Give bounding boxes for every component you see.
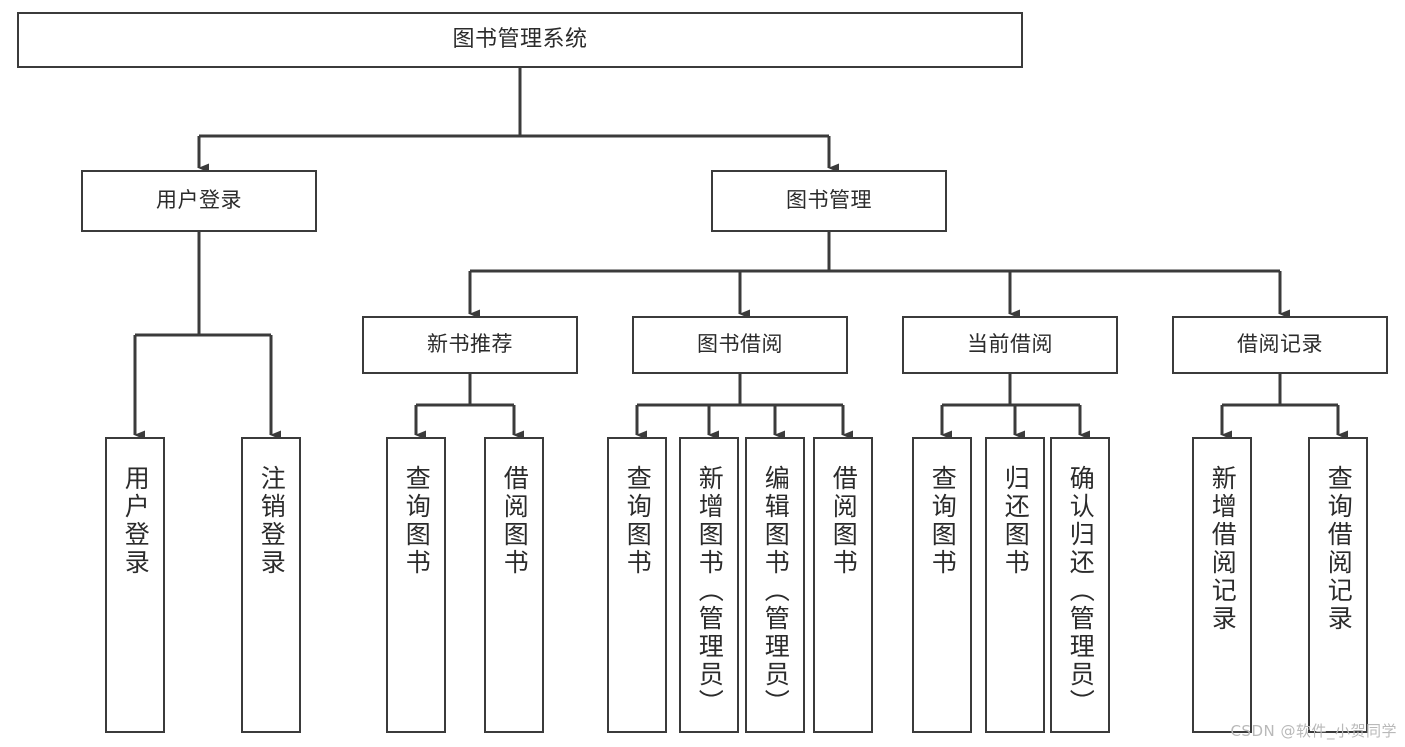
- node-leaf-add-record[interactable]: 新增借阅记录: [1192, 437, 1252, 733]
- node-leaf-query-book-1[interactable]: 查询图书: [386, 437, 446, 733]
- node-leaf-confirm-return-label: 确认归还（管理员）: [1066, 465, 1096, 717]
- node-borrow-record-label: 借阅记录: [1237, 332, 1323, 357]
- node-leaf-add-book-label: 新增图书（管理员）: [695, 465, 725, 717]
- node-new-book-recommend[interactable]: 新书推荐: [362, 316, 578, 374]
- node-leaf-query-book-3-label: 查询图书: [928, 465, 958, 577]
- node-leaf-add-book[interactable]: 新增图书（管理员）: [679, 437, 739, 733]
- node-leaf-return-book-label: 归还图书: [1001, 465, 1031, 577]
- csdn-watermark: CSDN @软件_小贺同学: [1230, 722, 1397, 740]
- node-leaf-edit-book[interactable]: 编辑图书（管理员）: [745, 437, 805, 733]
- node-user-login[interactable]: 用户登录: [81, 170, 317, 232]
- node-leaf-return-book[interactable]: 归还图书: [985, 437, 1045, 733]
- node-leaf-user-logout[interactable]: 注销登录: [241, 437, 301, 733]
- node-root-label: 图书管理系统: [452, 26, 588, 52]
- node-user-login-label: 用户登录: [156, 188, 242, 213]
- node-leaf-add-record-label: 新增借阅记录: [1208, 465, 1238, 633]
- node-leaf-borrow-book-1-label: 借阅图书: [500, 465, 530, 577]
- node-book-manage[interactable]: 图书管理: [711, 170, 947, 232]
- tree-edges: [133, 68, 1348, 440]
- node-leaf-borrow-book-1[interactable]: 借阅图书: [484, 437, 544, 733]
- node-leaf-borrow-book-2-label: 借阅图书: [829, 465, 859, 577]
- node-leaf-query-record-label: 查询借阅记录: [1324, 465, 1354, 633]
- node-leaf-query-book-2-label: 查询图书: [623, 465, 653, 577]
- node-book-borrow[interactable]: 图书借阅: [632, 316, 848, 374]
- node-leaf-borrow-book-2[interactable]: 借阅图书: [813, 437, 873, 733]
- node-leaf-query-book-2[interactable]: 查询图书: [607, 437, 667, 733]
- node-borrow-record[interactable]: 借阅记录: [1172, 316, 1388, 374]
- node-leaf-user-logout-label: 注销登录: [257, 465, 287, 577]
- node-leaf-edit-book-label: 编辑图书（管理员）: [761, 465, 791, 717]
- node-root[interactable]: 图书管理系统: [17, 12, 1023, 68]
- node-book-borrow-label: 图书借阅: [697, 332, 783, 357]
- node-current-borrow[interactable]: 当前借阅: [902, 316, 1118, 374]
- node-leaf-query-record[interactable]: 查询借阅记录: [1308, 437, 1368, 733]
- node-leaf-user-login-label: 用户登录: [121, 465, 151, 577]
- node-leaf-query-book-1-label: 查询图书: [402, 465, 432, 577]
- node-leaf-query-book-3[interactable]: 查询图书: [912, 437, 972, 733]
- node-leaf-confirm-return[interactable]: 确认归还（管理员）: [1050, 437, 1110, 733]
- node-book-manage-label: 图书管理: [786, 188, 872, 213]
- node-leaf-user-login[interactable]: 用户登录: [105, 437, 165, 733]
- node-new-book-recommend-label: 新书推荐: [427, 332, 513, 357]
- node-current-borrow-label: 当前借阅: [967, 332, 1053, 357]
